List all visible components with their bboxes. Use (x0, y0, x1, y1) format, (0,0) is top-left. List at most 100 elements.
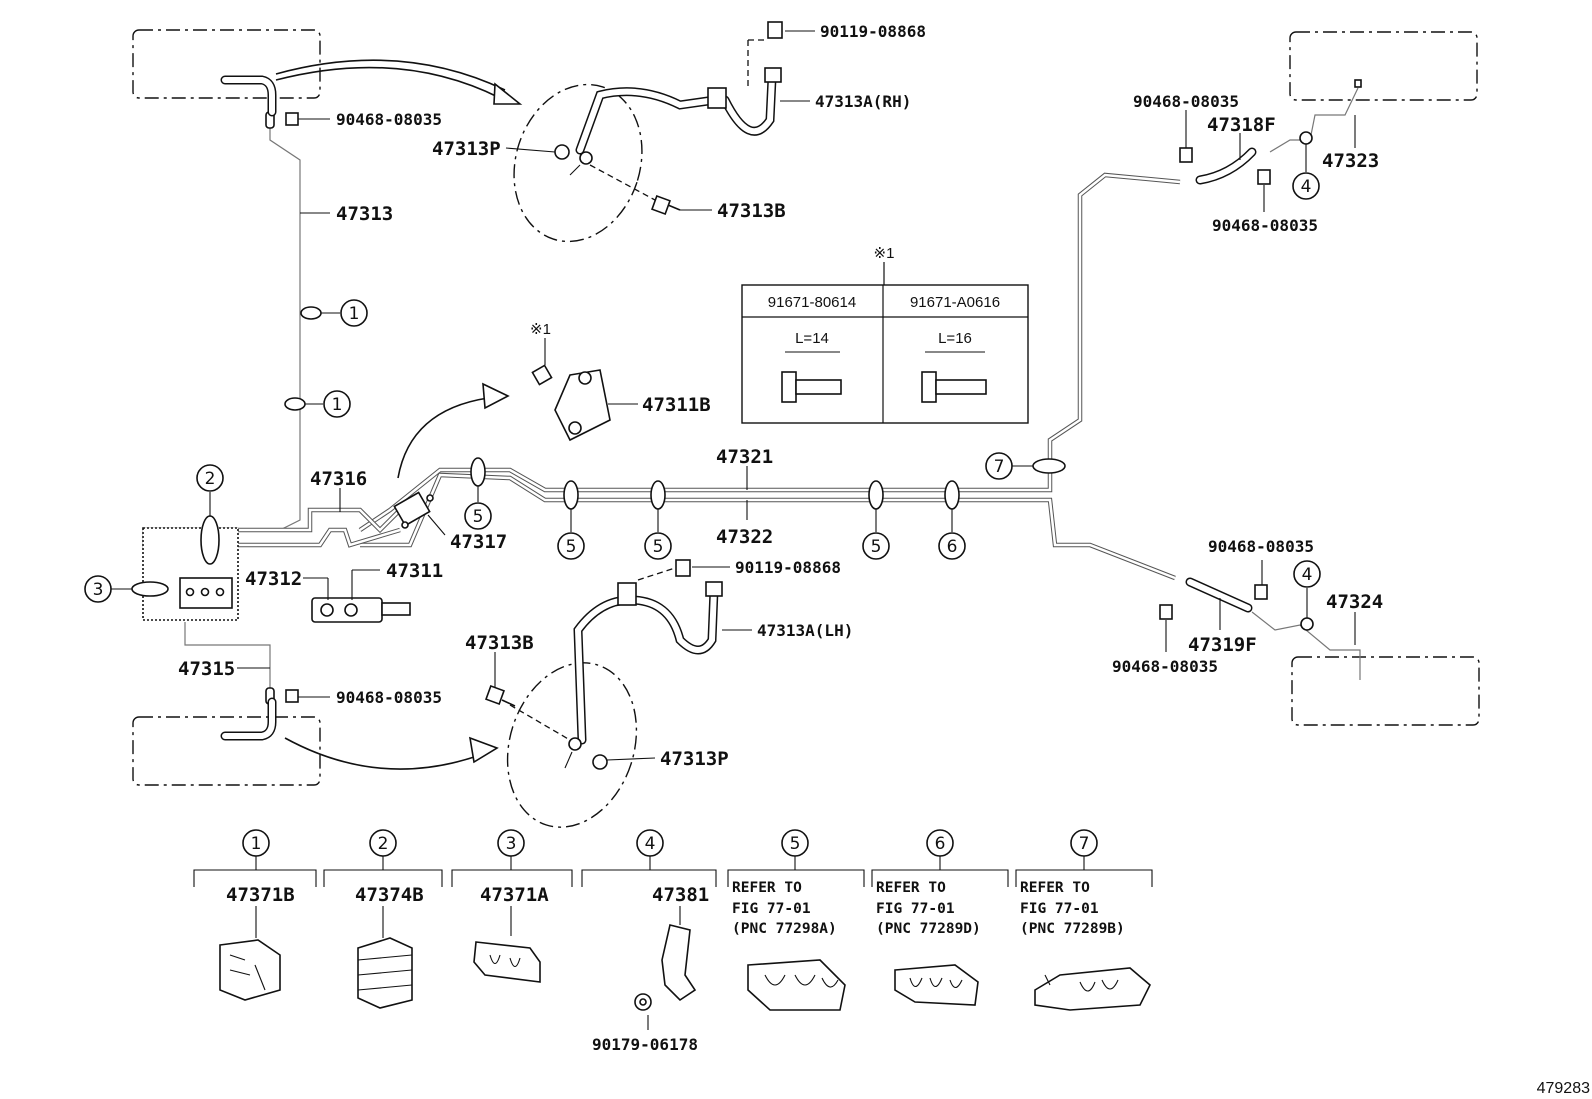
svg-text:47321: 47321 (716, 446, 773, 468)
master-cylinder-block (142, 527, 239, 621)
master-cylinder-47311 (311, 597, 411, 623)
label-90468-rear-4: 90468-08035 (1112, 620, 1218, 676)
svg-text:47311: 47311 (386, 560, 443, 582)
label-47321: 47321 (716, 446, 773, 490)
hose-47313A-LH (573, 581, 723, 745)
callout-4-lower-num: 4 (1302, 565, 1313, 585)
svg-text:47317: 47317 (450, 531, 507, 553)
label-47313A-LH: 47313A(LH) (722, 621, 853, 640)
hose-47319F (1185, 577, 1253, 613)
label-47316: 47316 (310, 468, 367, 512)
svg-text:47313A(RH): 47313A(RH) (815, 92, 911, 111)
clip-90468-rear-3 (1254, 584, 1268, 600)
svg-text:47313P: 47313P (660, 748, 729, 770)
svg-text:4: 4 (645, 834, 656, 854)
label-47312: 47312 (245, 568, 329, 600)
label-47313B-bottom: 47313B (465, 632, 534, 688)
callout-5-c-num: 5 (653, 537, 664, 557)
bolt-table: ※1 91671-80614 91671-A0616 L=14 L=16 (741, 245, 1029, 424)
svg-text:3: 3 (506, 834, 517, 854)
caliper-fittings-lh (509, 704, 608, 770)
callout-2: 2 (196, 464, 224, 565)
bolt-table-col2-part: 91671-A0616 (910, 294, 1000, 311)
label-47311B: 47311B (608, 394, 711, 416)
hose-front-upper (220, 75, 277, 117)
bolt-icon-l16 (921, 351, 987, 403)
legend-item-5: 5 REFER TO FIG 77-01 (PNC 77298A) (727, 829, 865, 1011)
callout-4-upper: 4 (1292, 144, 1320, 200)
rear-wheel-box-lower (1291, 656, 1480, 726)
svg-text:90468-08035: 90468-08035 (1208, 537, 1314, 556)
legend-item-7-ref-1: REFER TO (1020, 880, 1090, 896)
label-47313P-top: 47313P (432, 138, 556, 160)
callout-1-lower-num: 1 (332, 395, 343, 415)
svg-text:2: 2 (378, 834, 389, 854)
svg-text:47318F: 47318F (1207, 114, 1276, 136)
pipe-47315 (184, 622, 271, 688)
legend-item-7-ref-2: FIG 77-01 (1020, 901, 1099, 917)
legend-item-3: 3 47371A (451, 829, 573, 983)
label-47315: 47315 (178, 658, 270, 680)
legend-item-4: 4 47381 90179-06178 (581, 829, 717, 1054)
callout-4-upper-num: 4 (1301, 177, 1312, 197)
svg-text:5: 5 (790, 834, 801, 854)
label-47322: 47322 (716, 500, 773, 548)
callout-3: 3 (84, 575, 169, 603)
svg-text:90468-08035: 90468-08035 (336, 110, 442, 129)
bolt-icon-l14 (781, 351, 842, 403)
legend-item-7-ref-3: (PNC 77289B) (1020, 921, 1125, 937)
legend-item-1: 1 47371B (193, 829, 317, 1001)
legend-item-6: 6 REFER TO FIG 77-01 (PNC 77289D) (871, 829, 1009, 1006)
rear-line-47324 (1251, 611, 1361, 680)
hose-47318F (1195, 147, 1257, 185)
callout-1-lower: 1 (284, 390, 351, 418)
legend-item-6-ref-2: FIG 77-01 (876, 901, 955, 917)
callout-6: 6 (938, 480, 966, 560)
svg-text:1: 1 (251, 834, 262, 854)
svg-text:47313B: 47313B (717, 200, 786, 222)
callout-1-upper: 1 (300, 299, 368, 327)
label-47313B-top: 47313B (680, 200, 786, 222)
joint-47317 (393, 491, 434, 529)
bolt-47313B-top (651, 195, 681, 215)
svg-text:47313P: 47313P (432, 138, 501, 160)
diagram-id: 479283 (1537, 1080, 1590, 1097)
legend-item-2-part: 47374B (355, 884, 424, 906)
svg-text:90468-08035: 90468-08035 (1112, 657, 1218, 676)
legend-item-5-ref-1: REFER TO (732, 880, 802, 896)
callout-4-lower: 4 (1293, 560, 1321, 618)
legend-item-6-ref-1: REFER TO (876, 880, 946, 896)
legend-item-4-part: 47381 (652, 884, 709, 906)
hose-front-lower (220, 697, 277, 741)
callout-5-a: 5 (464, 457, 492, 530)
svg-text:47324: 47324 (1326, 591, 1383, 613)
bracket-47311B (531, 364, 611, 442)
callout-7: 7 (985, 452, 1066, 480)
label-47319F: 47319F (1188, 598, 1257, 656)
bolt-table-col1-part: 91671-80614 (768, 294, 856, 311)
callout-2-num: 2 (205, 469, 216, 489)
label-90468-rear-3: 90468-08035 (1208, 537, 1314, 585)
svg-text:47313: 47313 (336, 203, 393, 225)
svg-text:47322: 47322 (716, 526, 773, 548)
pipe-main-47321-47322 (358, 172, 1181, 581)
caliper-area-lh (506, 662, 638, 828)
bolt-table-col1-length: L=14 (795, 330, 829, 347)
callout-5-d-num: 5 (871, 537, 882, 557)
caliper-area-rh (513, 83, 643, 243)
svg-text:90468-08035: 90468-08035 (336, 688, 442, 707)
svg-text:90119-08868: 90119-08868 (820, 22, 926, 41)
svg-text:7: 7 (1079, 834, 1090, 854)
pipe-47313 (155, 128, 301, 531)
clip-90468-rear-2 (1257, 169, 1271, 185)
front-wheel-box-left-upper (132, 29, 321, 99)
callout-7-num: 7 (994, 457, 1005, 477)
label-90468-rear-1: 90468-08035 (1133, 92, 1239, 148)
rear-line-47323 (1269, 79, 1362, 153)
rear-wheel-box-upper (1289, 31, 1478, 101)
arrow-to-47311b (397, 382, 510, 479)
callout-5-c: 5 (644, 480, 672, 560)
legend-item-5-ref-2: FIG 77-01 (732, 901, 811, 917)
label-47318F: 47318F (1207, 114, 1276, 160)
